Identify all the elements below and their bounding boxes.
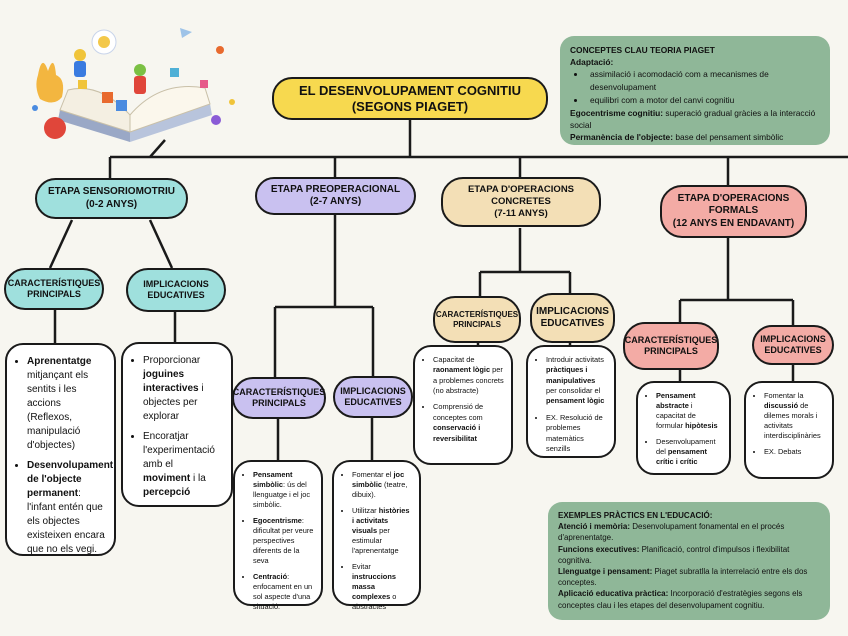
list-item: Fomentar el joc simbòlic (teatre, dibuix… — [352, 470, 413, 500]
concept-item: equilibri com a motor del canvi cognitiu — [586, 94, 820, 106]
list-item: Encoratjar l'experimentació amb el movim… — [143, 430, 223, 500]
list-item: Desenvolupament de l'objecte permanent: … — [27, 459, 113, 557]
example-row: Aplicació educativa pràctica: Incorporac… — [558, 589, 803, 610]
s4-implications-label: IMPLICACIONS EDUCATIVES — [752, 325, 834, 365]
example-row: Funcions executives: Planificació, contr… — [558, 544, 790, 565]
key-concepts-note: CONCEPTES CLAU TEORIA PIAGET Adaptació: … — [560, 36, 830, 145]
s2-implications-card: Fomentar el joc simbòlic (teatre, dibuix… — [332, 460, 421, 611]
s1-implications-label: IMPLICACIONS EDUCATIVES — [126, 268, 226, 312]
s4-characteristics-card: Pensament abstracte i capacitat de formu… — [636, 381, 731, 475]
list-item: Pensament simbòlic: ús del llenguatge i … — [253, 470, 315, 510]
practical-examples-note: EXEMPLES PRÀCTICS EN L'EDUCACIÓ: Atenció… — [548, 502, 830, 620]
rabbit-icon — [36, 62, 64, 103]
stage-preoperational: ETAPA PREOPERACIONAL (2-7 ANYS) — [255, 177, 416, 215]
list-item: Fomentar la discussió de dilemes morals … — [764, 391, 826, 441]
list-item: Centració: enfocament en un sol aspecte … — [253, 572, 315, 612]
open-book-icon — [58, 86, 212, 142]
stage-concrete-operations: ETAPA D'OPERACIONS CONCRETES (7-11 ANYS) — [441, 177, 601, 227]
list-item: Capacitat de raonament lògic per a probl… — [433, 355, 505, 396]
list-item: EX. Resolució de problemes matemàtics se… — [546, 413, 608, 454]
s2-characteristics-label: CARACTERÍSTIQUES PRINCIPALS — [232, 377, 326, 419]
list-item: Utilitzar històries i activitats visuals… — [352, 506, 413, 556]
s1-characteristics-card: Aprenentatge mitjançant els sentits i le… — [5, 343, 116, 556]
s4-implications-card: Fomentar la discussió de dilemes morals … — [744, 381, 834, 479]
s3-implications-label: IMPLICACIONS EDUCATIVES — [530, 293, 615, 343]
apple-icon — [44, 117, 66, 139]
list-item: Evitar instruccions massa complexes o ab… — [352, 562, 413, 612]
main-title: EL DESENVOLUPAMENT COGNITIU(SEGONS PIAGE… — [272, 77, 548, 120]
s2-implications-label: IMPLICACIONS EDUCATIVES — [333, 376, 413, 418]
s2-characteristics-card: Pensament simbòlic: ús del llenguatge i … — [233, 460, 323, 611]
list-item: Egocentrisme: dificultat per veure persp… — [253, 516, 315, 566]
concept-item: assimilació i acomodació com a mecanisme… — [586, 68, 820, 92]
list-item: Proporcionar joguines interactives i obj… — [143, 354, 223, 424]
list-item: Aprenentatge mitjançant els sentits i le… — [27, 355, 106, 453]
stage-sensoriomotor: ETAPA SENSORIOMOTRIU (0-2 ANYS) — [35, 178, 188, 219]
example-row: Llenguatge i pensament: Piaget subratlla… — [558, 566, 808, 588]
s4-characteristics-label: CARACTERÍSTIQUES PRINCIPALS — [623, 322, 719, 370]
list-item: Introduir activitats pràctiques i manipu… — [546, 355, 608, 407]
list-item: EX. Debats — [764, 447, 826, 457]
s1-characteristics-label: CARACTERÍSTIQUES PRINCIPALS — [4, 268, 104, 310]
toy-block-icon — [102, 92, 113, 103]
s3-characteristics-card: Capacitat de raonament lògic per a probl… — [413, 345, 513, 465]
paper-plane-icon — [180, 28, 192, 38]
s3-implications-card: Introduir activitats pràctiques i manipu… — [526, 345, 616, 458]
list-item: Pensament abstracte i capacitat de formu… — [656, 391, 723, 431]
s3-characteristics-label: CARACTERÍSTIQUES PRINCIPALS — [433, 296, 521, 343]
list-item: Comprensió de conceptes com conservació … — [433, 402, 505, 443]
book-illustration — [32, 28, 235, 142]
kid-figure-icon — [134, 64, 146, 76]
example-row: Atenció i memòria: Desenvolupament fonam… — [558, 522, 785, 543]
s1-implications-card: Proporcionar joguines interactives i obj… — [121, 342, 233, 507]
stage-formal-operations: ETAPA D'OPERACIONS FORMALS (12 ANYS EN E… — [660, 185, 807, 238]
list-item: Desenvolupament del pensament crític i c… — [656, 437, 723, 467]
